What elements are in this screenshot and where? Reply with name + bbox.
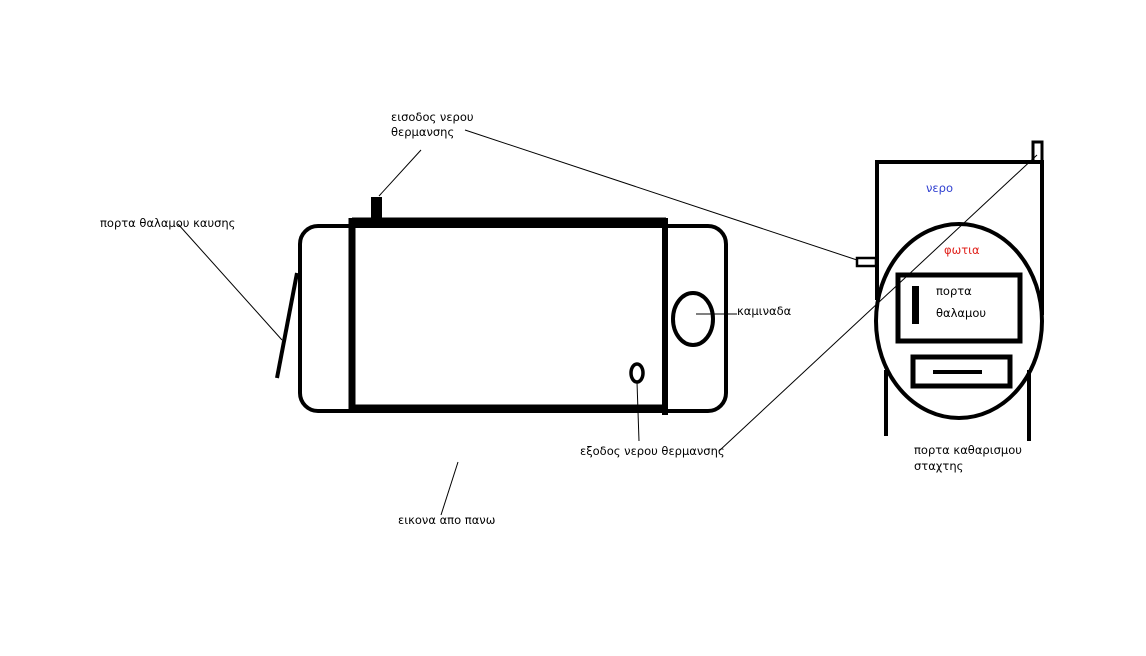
boiler-front-view (855, 140, 1044, 441)
chimney-opening (671, 291, 715, 347)
front-vent-pipe (1031, 140, 1044, 164)
heating-water-outlet (629, 362, 645, 384)
inlet-to-front-leader-line (464, 129, 858, 261)
combustion-door-label: πορτα θαλαμου καυσης (100, 216, 235, 230)
firebox-shell (874, 222, 1044, 420)
chimney-label: καμιναδα (737, 304, 792, 318)
fire-label: φωτια (944, 243, 980, 257)
chamber-door-label-line-2: θαλαμου (936, 306, 986, 320)
inlet-label-line-2: θερμανσης (391, 125, 454, 139)
chamber-door-handle (912, 286, 919, 324)
chamber-door-label-line-1: πορτα (936, 284, 972, 298)
outlet-label: εξοδος νερου θερμανσης (580, 444, 725, 458)
chamber-door-frame (895, 272, 1023, 344)
outlet-leader-line (636, 381, 640, 442)
boiler-top-view (275, 197, 728, 415)
outlet-to-front-leader-line (718, 154, 1038, 452)
front-inlet-pipe (855, 256, 878, 268)
combustion-chamber-door (275, 272, 299, 379)
top-view-label: εικονα απο πανω (398, 513, 495, 527)
left-leader-lines (177, 149, 737, 516)
inlet-leader-line (378, 149, 422, 197)
top-view-leader-line (440, 461, 459, 516)
cross-leader-lines (464, 129, 1038, 452)
combustion-door-leader-line (177, 223, 283, 341)
ash-door-label-line-2: σταχτης (914, 459, 963, 473)
ash-door-frame (910, 354, 1013, 389)
heating-water-inlet-pipe (371, 197, 382, 218)
water-label: νερο (926, 181, 953, 195)
ash-door-label-line-1: πορτα καθαρισμου (914, 443, 1022, 457)
inlet-label-line-1: εισοδος νερου (391, 110, 474, 124)
